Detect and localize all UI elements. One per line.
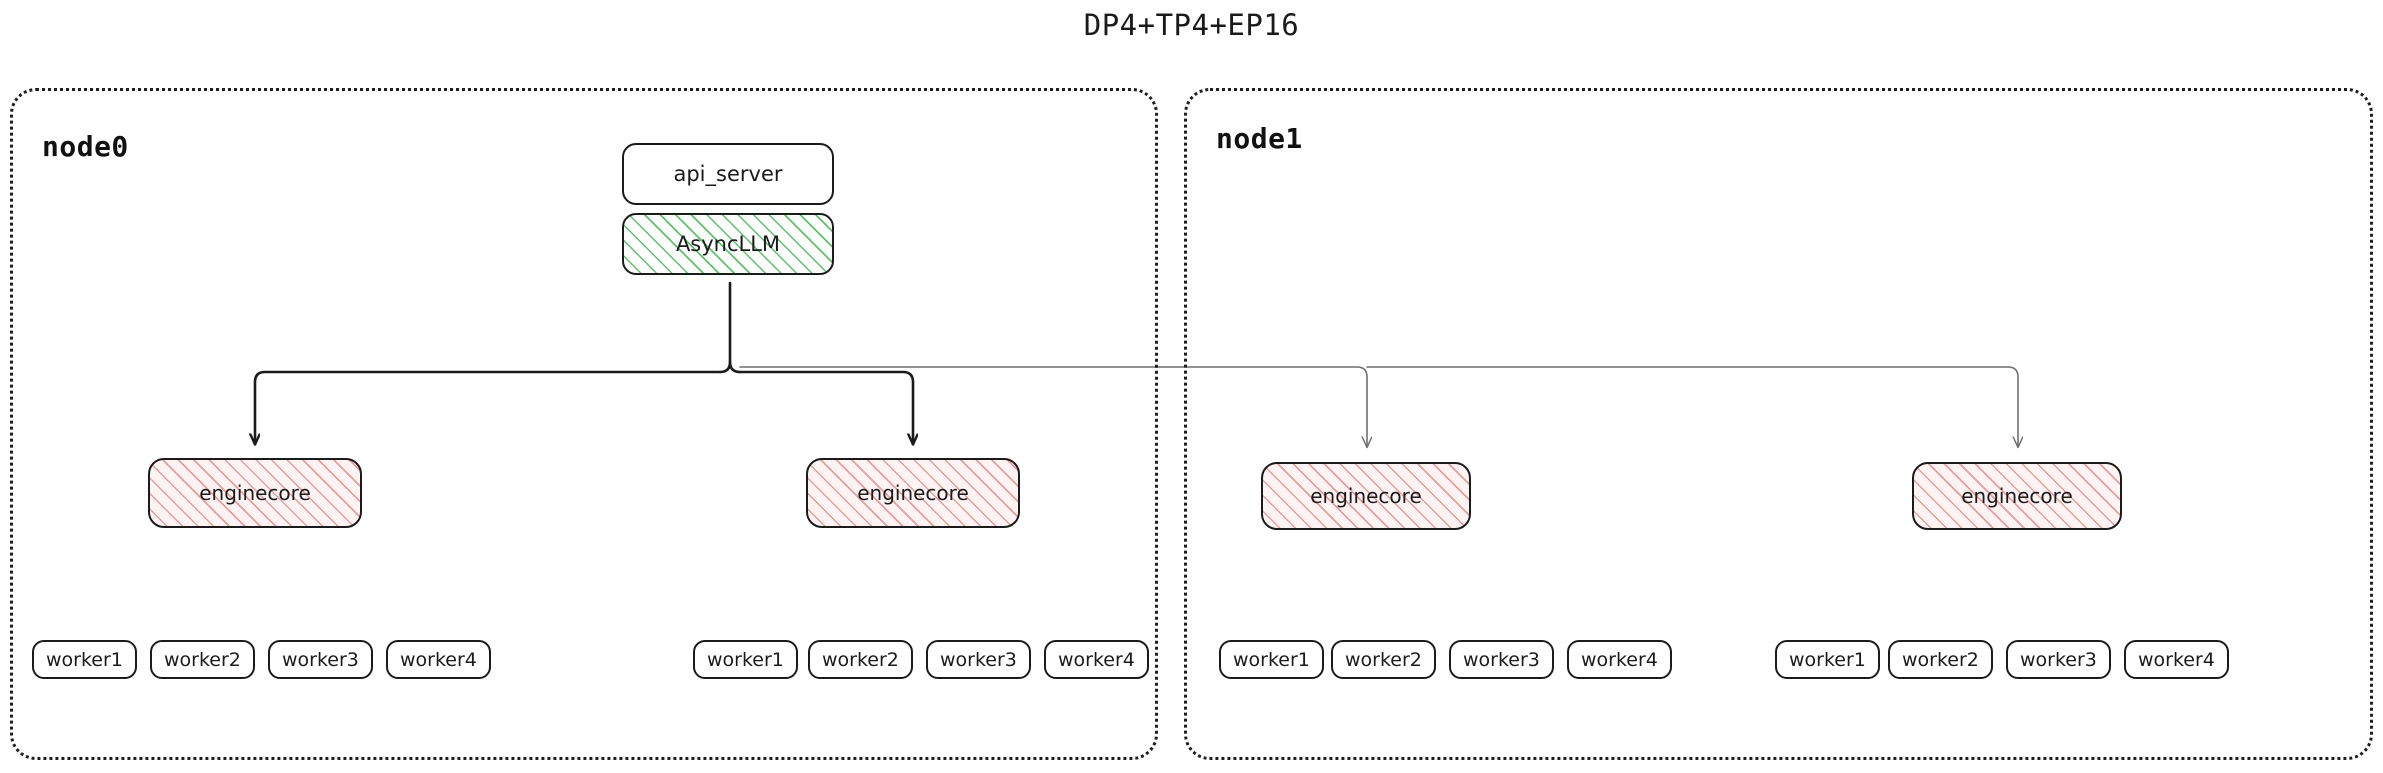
worker-box-node0-1-1[interactable]: worker2	[808, 640, 913, 679]
worker-label: worker3	[940, 648, 1017, 671]
node-cluster-node1	[1184, 88, 2373, 760]
enginecore-label: enginecore	[1961, 484, 2073, 508]
worker-box-node0-1-3[interactable]: worker4	[1044, 640, 1149, 679]
worker-label: worker3	[2020, 648, 2097, 671]
enginecore-box-node0-0[interactable]: enginecore	[148, 458, 362, 528]
enginecore-label: enginecore	[1310, 484, 1422, 508]
enginecore-label: enginecore	[199, 481, 311, 505]
worker-box-node0-0-0[interactable]: worker1	[32, 640, 137, 679]
api-server-label: api_server	[673, 162, 783, 186]
worker-label: worker4	[1058, 648, 1135, 671]
page-title: DP4+TP4+EP16	[1083, 8, 1300, 42]
worker-label: worker4	[2138, 648, 2215, 671]
worker-box-node0-0-3[interactable]: worker4	[386, 640, 491, 679]
worker-label: worker2	[822, 648, 899, 671]
api-server-box[interactable]: api_server	[622, 143, 834, 205]
enginecore-box-node0-1[interactable]: enginecore	[806, 458, 1020, 528]
enginecore-box-node1-0[interactable]: enginecore	[1261, 462, 1471, 530]
worker-box-node1-0-2[interactable]: worker3	[1449, 640, 1554, 679]
node-cluster-node0	[10, 88, 1158, 760]
worker-box-node0-1-0[interactable]: worker1	[693, 640, 798, 679]
worker-box-node1-1-2[interactable]: worker3	[2006, 640, 2111, 679]
node0-label: node0	[42, 130, 129, 163]
asyncllm-label: AsyncLLM	[675, 232, 781, 256]
worker-label: worker3	[282, 648, 359, 671]
worker-label: worker4	[400, 648, 477, 671]
worker-label: worker2	[1902, 648, 1979, 671]
enginecore-box-node1-1[interactable]: enginecore	[1912, 462, 2122, 530]
worker-box-node1-0-3[interactable]: worker4	[1567, 640, 1672, 679]
worker-label: worker2	[1345, 648, 1422, 671]
worker-box-node0-0-1[interactable]: worker2	[150, 640, 255, 679]
worker-box-node0-0-2[interactable]: worker3	[268, 640, 373, 679]
worker-label: worker3	[1463, 648, 1540, 671]
worker-box-node1-1-0[interactable]: worker1	[1775, 640, 1880, 679]
worker-label: worker1	[1233, 648, 1310, 671]
worker-box-node1-1-1[interactable]: worker2	[1888, 640, 1993, 679]
worker-box-node0-1-2[interactable]: worker3	[926, 640, 1031, 679]
worker-label: worker1	[1789, 648, 1866, 671]
worker-label: worker1	[46, 648, 123, 671]
worker-label: worker2	[164, 648, 241, 671]
worker-label: worker1	[707, 648, 784, 671]
worker-label: worker4	[1581, 648, 1658, 671]
node1-label: node1	[1216, 122, 1303, 155]
enginecore-label: enginecore	[857, 481, 969, 505]
worker-box-node1-0-1[interactable]: worker2	[1331, 640, 1436, 679]
worker-box-node1-1-3[interactable]: worker4	[2124, 640, 2229, 679]
worker-box-node1-0-0[interactable]: worker1	[1219, 640, 1324, 679]
asyncllm-box[interactable]: AsyncLLM	[622, 213, 834, 275]
